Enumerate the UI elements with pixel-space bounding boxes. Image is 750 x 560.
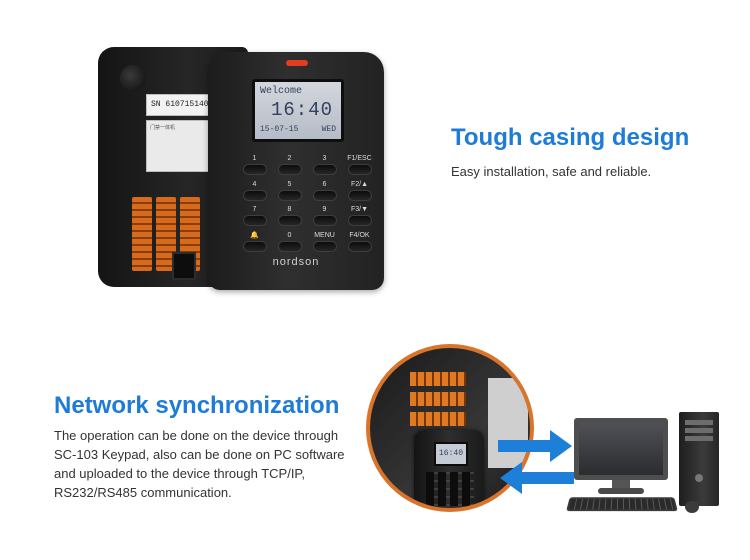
bell-icon: 🔔 [250,231,259,239]
arrow-left-icon [500,462,574,494]
key-3[interactable]: 3 [310,155,339,179]
lcd-screen: Welcome 16:40 15-07-15 WED [252,79,344,142]
monitor [574,418,668,480]
mounting-hole [120,65,146,91]
network-port [172,252,196,280]
key-0[interactable]: 0 [275,232,304,256]
network-sync-heading: Network synchronization [54,392,340,419]
key-f1-esc[interactable]: F1/ESC [345,155,374,179]
arrow-right-icon [498,430,572,462]
network-sync-description: The operation can be done on the device … [54,428,345,500]
tough-casing-description: Easy installation, safe and reliable. [451,164,652,179]
mini-keypad [426,472,474,506]
key-8[interactable]: 8 [275,206,304,230]
mouse [685,501,699,513]
key-f3-down[interactable]: F3/▼ [345,206,374,230]
mini-lcd: 16:40 [434,442,468,466]
sync-arrows-icon [498,430,574,494]
key-f4-ok[interactable]: F4/OK [345,232,374,256]
terminal-strip [410,392,466,406]
lcd-date: 15-07-15 [260,125,299,134]
key-9[interactable]: 9 [310,206,339,230]
mini-access-device: 16:40 nordson [414,430,484,508]
status-led [286,60,308,66]
key-5[interactable]: 5 [275,181,304,205]
device-wiring-photo: 16:40 nordson [366,344,534,512]
wiring-panel [488,378,528,468]
key-1[interactable]: 1 [240,155,269,179]
tough-casing-heading: Tough casing design [451,124,690,151]
access-control-device: Welcome 16:40 15-07-15 WED 1 2 3 F1/ESC … [208,52,384,290]
lcd-day: WED [321,125,336,134]
key-4[interactable]: 4 [240,181,269,205]
keypad: 1 2 3 F1/ESC 4 5 6 F2/▲ 7 8 9 F3/▼ 🔔 0 M… [240,155,374,255]
terminal-strip [410,412,466,426]
terminal-block [132,197,152,271]
key-7[interactable]: 7 [240,206,269,230]
terminal-strip [410,372,466,386]
keyboard [566,497,678,512]
key-bell[interactable]: 🔔 [240,232,269,256]
lcd-welcome: Welcome [260,86,303,97]
key-2[interactable]: 2 [275,155,304,179]
monitor-base [598,488,644,494]
power-button [695,474,703,482]
brand-logo: nordson [272,256,320,268]
monitor-stand [612,480,630,488]
lcd-time: 16:40 [271,99,334,121]
key-menu[interactable]: MENU [310,232,339,256]
key-f2-up[interactable]: F2/▲ [345,181,374,205]
pc-tower [679,412,719,506]
terminal-block [156,197,176,271]
key-6[interactable]: 6 [310,181,339,205]
